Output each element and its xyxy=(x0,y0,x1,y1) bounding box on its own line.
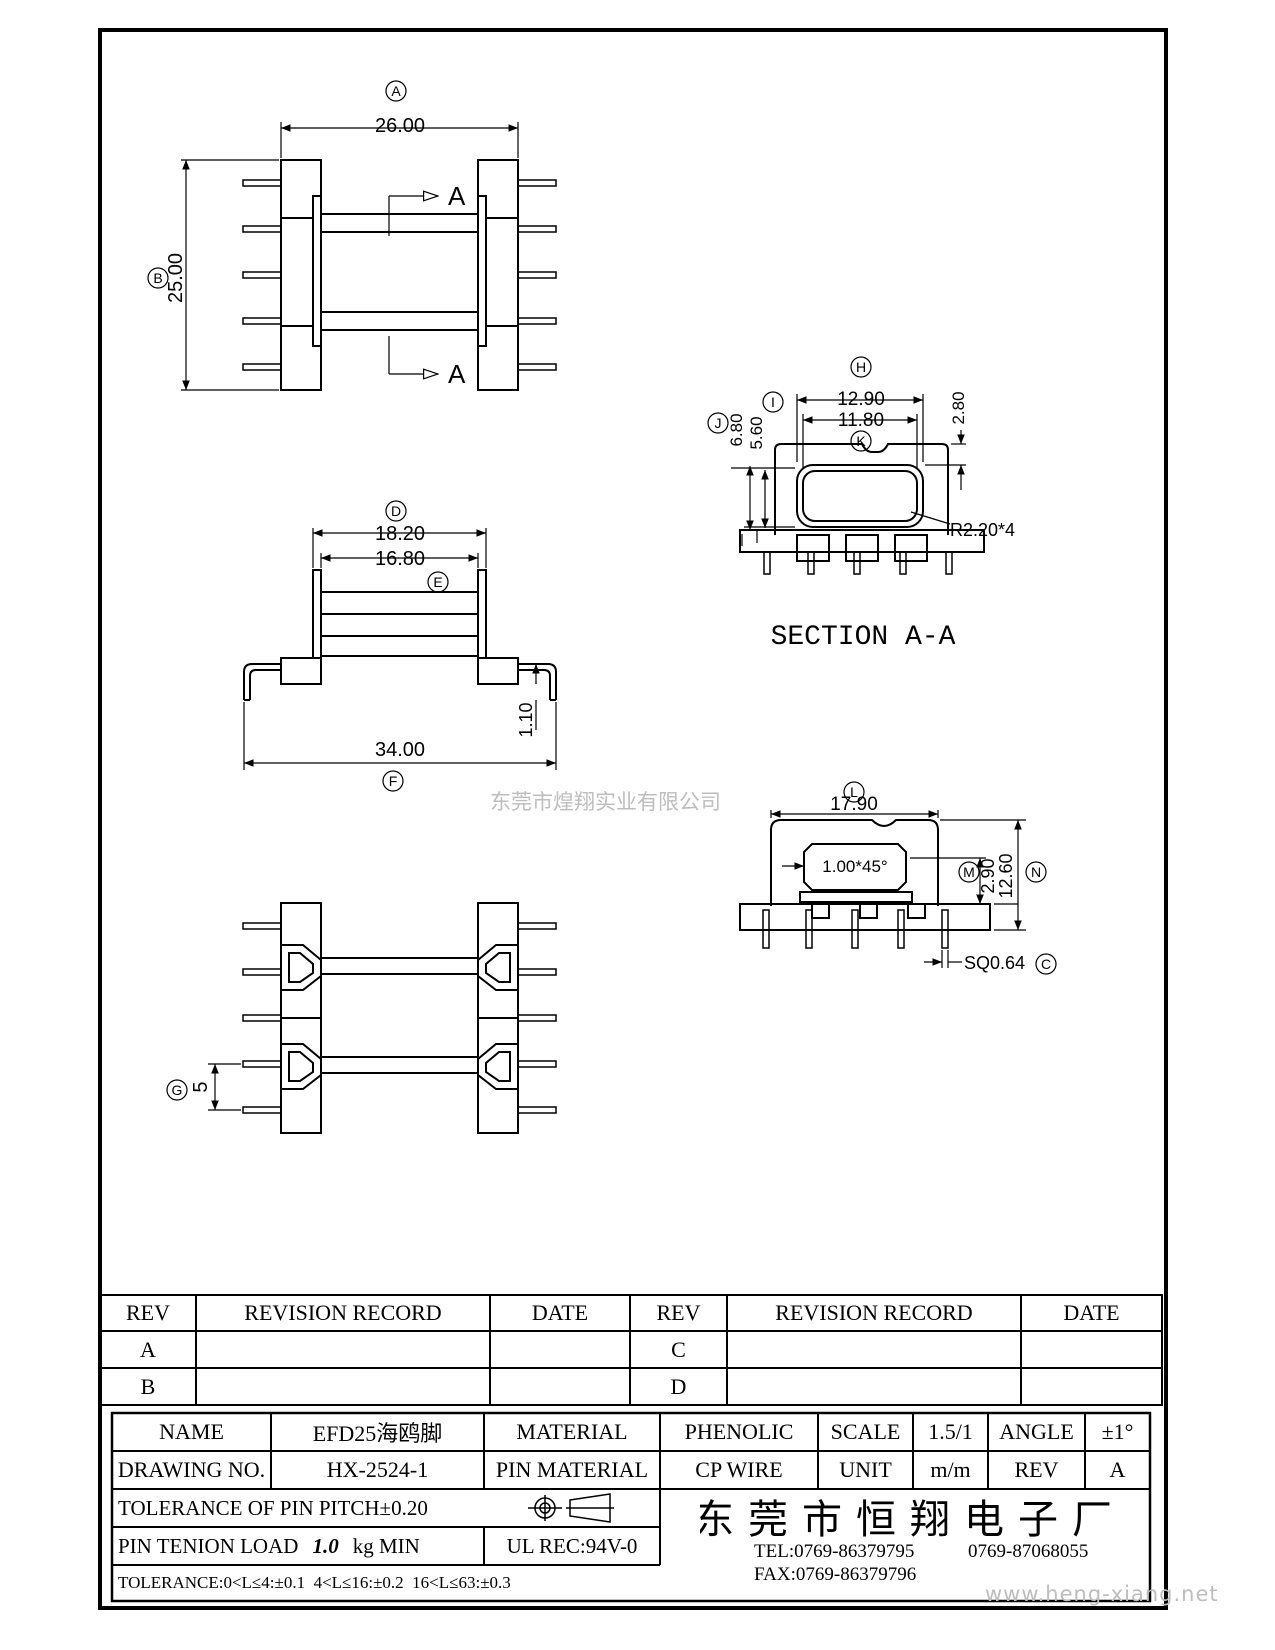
revision-record-header-1: REVISION RECORD xyxy=(244,1300,442,1325)
callout-e: E xyxy=(433,574,442,590)
dim-b: 25.00 xyxy=(165,253,187,303)
callout-i: I xyxy=(771,394,775,410)
date-a xyxy=(490,1331,630,1368)
pin-material-label: PIN MATERIAL xyxy=(495,1457,649,1482)
drawing-no-value: HX-2524-1 xyxy=(326,1457,429,1482)
section-title: SECTION A-A xyxy=(771,622,956,653)
scale-value: 1.5/1 xyxy=(928,1419,973,1444)
material-label: MATERIAL xyxy=(516,1419,628,1444)
dim-e: 16.80 xyxy=(375,548,425,570)
unit-value: m/m xyxy=(930,1457,971,1482)
ul-rating: UL REC:94V-0 xyxy=(506,1533,638,1558)
radius-label: R2.20*4 xyxy=(950,520,1015,540)
dim-i: 11.80 xyxy=(838,410,884,431)
company-watermark: 东莞市煌翔实业有限公司 xyxy=(490,790,721,814)
chamfer-label: 1.00*45° xyxy=(822,857,887,876)
date-header-2: DATE xyxy=(1063,1300,1120,1325)
revision-record-header-2: REVISION RECORD xyxy=(775,1300,973,1325)
fax-number: FAX:0769-86379796 xyxy=(754,1564,917,1585)
callout-b: B xyxy=(153,270,162,286)
dim-h: 12.90 xyxy=(837,389,885,410)
drawing-no-label: DRAWING NO. xyxy=(117,1457,266,1482)
pin-size-label: SQ0.64 xyxy=(964,953,1025,973)
rev-header-1: REV xyxy=(126,1300,170,1325)
callout-d: D xyxy=(391,503,401,519)
angle-label: ANGLE xyxy=(999,1419,1074,1444)
revision-record-b xyxy=(196,1368,490,1405)
callout-n: N xyxy=(1031,864,1041,880)
rev-label: REV xyxy=(1014,1457,1059,1482)
tel-secondary: 0769-87068055 xyxy=(968,1541,1089,1562)
section-a-a xyxy=(707,356,985,575)
tolerance-pin-pitch: TOLERANCE OF PIN PITCH±0.20 xyxy=(118,1495,428,1520)
dim-m: 2.90 xyxy=(978,858,998,893)
dim-d: 18.20 xyxy=(375,523,425,545)
top-view xyxy=(147,80,557,391)
callout-j: J xyxy=(715,415,722,431)
pin-tension-load: PIN TENION LOAD 1.0 kg MIN xyxy=(112,1527,484,1565)
side-view xyxy=(243,500,557,792)
tel-primary: TEL:0769-86379795 xyxy=(754,1541,915,1562)
rev-row-c: C xyxy=(671,1336,686,1362)
dim-n: 12.60 xyxy=(996,853,1016,898)
title-block-grid xyxy=(110,1411,1152,1603)
dim-j2: 5.60 xyxy=(747,416,766,449)
callout-f: F xyxy=(389,773,398,789)
name-label: NAME xyxy=(159,1419,224,1444)
revision-record-a xyxy=(196,1331,490,1368)
revision-record-d xyxy=(727,1368,1021,1405)
callout-k: K xyxy=(856,433,866,449)
section-marker-bottom: A xyxy=(448,359,466,389)
rev-row-d: D xyxy=(670,1373,687,1399)
pin-material-value: CP WIRE xyxy=(695,1457,783,1482)
rev-header-2: REV xyxy=(656,1300,701,1325)
date-b xyxy=(490,1368,630,1405)
callout-a: A xyxy=(391,83,401,99)
name-value: EFD25海鸥脚 xyxy=(312,1421,443,1446)
revision-table-grid xyxy=(99,1294,1163,1406)
rev-row-a: A xyxy=(140,1336,156,1362)
bottom-view xyxy=(166,902,557,1134)
revision-record-c xyxy=(727,1331,1021,1368)
front-view xyxy=(739,781,1057,975)
bottom-view-pins xyxy=(242,922,557,1114)
company-name: 东莞市恒翔电子厂 xyxy=(700,1497,1120,1540)
callout-m: M xyxy=(963,864,975,880)
drawing-frame xyxy=(98,28,1168,1610)
callout-h: H xyxy=(856,359,866,375)
projection-symbol-icon xyxy=(528,1493,614,1523)
dim-a: 26.00 xyxy=(375,115,425,137)
dim-l: 17.90 xyxy=(830,794,878,815)
callout-c: C xyxy=(1041,956,1051,972)
angle-value: ±1° xyxy=(1101,1419,1134,1444)
rev-row-b: B xyxy=(140,1373,156,1399)
pin-load-suffix: kg MIN xyxy=(352,1533,420,1558)
dim-g: 5 xyxy=(190,1081,212,1092)
dim-j: 6.80 xyxy=(727,413,746,446)
date-c xyxy=(1021,1331,1162,1368)
pin-load-prefix: PIN TENION LOAD xyxy=(118,1533,299,1558)
top-view-pins xyxy=(242,179,557,371)
dim-f: 34.00 xyxy=(375,739,425,761)
scale-label: SCALE xyxy=(830,1419,901,1444)
callout-g: G xyxy=(172,1082,183,1098)
website-watermark: www.heng-xiang.net xyxy=(985,1582,1219,1606)
date-d xyxy=(1021,1368,1162,1405)
dim-side-height: 1.10 xyxy=(516,702,536,737)
unit-label: UNIT xyxy=(839,1457,892,1482)
dim-section-right: 2.80 xyxy=(949,391,968,424)
pin-load-value: 1.0 xyxy=(312,1533,339,1558)
callout-l: L xyxy=(850,784,858,800)
date-header-1: DATE xyxy=(531,1300,589,1325)
rev-value: A xyxy=(1109,1457,1126,1482)
material-value: PHENOLIC xyxy=(684,1419,794,1444)
tolerance-ranges: TOLERANCE:0<L≤4:±0.1 4<L≤16:±0.2 16<L≤63… xyxy=(118,1573,511,1592)
section-marker-top: A xyxy=(448,181,466,211)
